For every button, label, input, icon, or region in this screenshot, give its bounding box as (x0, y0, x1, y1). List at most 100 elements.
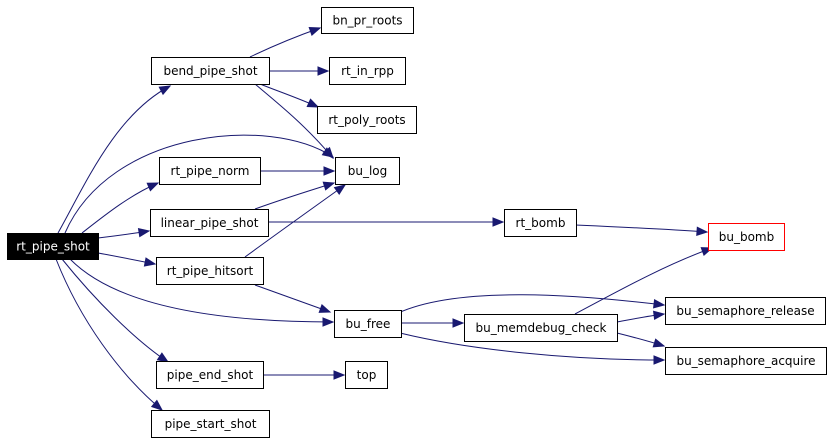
node-label: top (357, 368, 377, 382)
edge-bu_memdebug_check-to-bu_semaphore_acquire (616, 332, 666, 348)
node-bn-pr-roots[interactable]: bn_pr_roots (321, 7, 414, 34)
edge-arrowhead (322, 146, 334, 160)
node-pipe-start-shot[interactable]: pipe_start_shot (151, 410, 270, 438)
edge-line (61, 258, 169, 363)
edge-arrowhead (150, 399, 164, 411)
edge-line (81, 182, 159, 234)
node-label: bu_semaphore_acquire (676, 354, 815, 368)
edge-arrowhead (333, 184, 347, 195)
edge-bend_pipe_shot-to-bn_pr_roots (249, 26, 322, 58)
node-bend-pipe-shot[interactable]: bend_pipe_shot (151, 57, 270, 85)
edge-line (254, 182, 335, 210)
edge-bend_pipe_shot-to-rt_in_rpp (269, 66, 330, 76)
edge-arrowhead (306, 98, 320, 108)
edge-line (55, 258, 163, 411)
node-label: rt_pipe_norm (171, 164, 250, 178)
edge-arrowhead (143, 257, 157, 267)
edge-rt_pipe_shot-to-rt_pipe_hitsort (97, 252, 157, 267)
edge-arrowhead (696, 226, 709, 236)
edge-arrowhead (322, 181, 336, 191)
edge-arrowhead (318, 303, 332, 313)
edge-arrowhead (322, 317, 335, 327)
edge-arrowhead (652, 338, 666, 348)
node-linear-pipe-shot[interactable]: linear_pipe_shot (150, 209, 269, 237)
edge-rt_pipe_shot-to-bu_free (69, 258, 335, 327)
edge-rt_bomb-to-bu_bomb (575, 224, 709, 236)
node-box[interactable] (708, 223, 785, 251)
node-box[interactable] (665, 297, 826, 325)
edge-arrowhead (317, 66, 330, 76)
edge-arrowhead (323, 166, 336, 176)
edge-rt_pipe_hitsort-to-bu_log (244, 184, 347, 258)
node-box[interactable] (156, 257, 264, 285)
node-box[interactable] (504, 209, 577, 237)
edge-line (575, 224, 708, 233)
node-label: rt_poly_roots (328, 113, 405, 127)
node-bu-log[interactable]: bu_log (335, 157, 400, 185)
node-box[interactable] (150, 209, 269, 237)
edge-rt_pipe_shot-to-rt_pipe_norm (81, 182, 160, 234)
edge-line (399, 332, 665, 361)
node-label: bu_semaphore_release (676, 304, 814, 318)
node-box[interactable] (151, 57, 270, 85)
edge-rt_pipe_shot-to-pipe_end_shot (61, 258, 170, 363)
node-box[interactable] (156, 361, 264, 389)
node-box[interactable] (151, 410, 270, 438)
node-label: bu_bomb (719, 230, 775, 244)
node-box[interactable] (7, 233, 99, 260)
node-bu-free[interactable]: bu_free (334, 310, 402, 338)
node-box[interactable] (335, 157, 400, 185)
edge-line (244, 184, 346, 258)
node-bu-semaphore-acquire[interactable]: bu_semaphore_acquire (665, 347, 827, 375)
node-box[interactable] (321, 7, 414, 34)
node-label: bu_memdebug_check (476, 321, 607, 335)
nodes-layer: rt_pipe_shot bend_pipe_shot bn_pr_roots rt_… (7, 7, 827, 438)
node-box[interactable] (159, 157, 261, 185)
edge-pipe_end_shot-to-top (263, 370, 346, 380)
edge-arrowhead (333, 370, 346, 380)
node-label: rt_bomb (516, 216, 566, 230)
edge-line (64, 134, 334, 234)
edge-arrowhead (653, 299, 666, 309)
node-box[interactable] (345, 361, 388, 389)
node-label: bu_log (348, 164, 388, 178)
edge-arrowhead (652, 310, 666, 321)
node-box[interactable] (665, 347, 827, 375)
node-top[interactable]: top (345, 361, 388, 389)
node-box[interactable] (334, 310, 402, 338)
edge-bu_free-to-bu_semaphore_release (397, 294, 666, 314)
node-rt-in-rpp[interactable]: rt_in_rpp (329, 57, 406, 85)
edge-rt_pipe_shot-to-linear_pipe_shot (97, 227, 151, 239)
edge-line (254, 83, 334, 159)
node-label: bn_pr_roots (332, 14, 402, 28)
edge-arrowhead (137, 227, 151, 238)
node-rt-poly-roots[interactable]: rt_poly_roots (317, 106, 417, 134)
node-box[interactable] (329, 57, 406, 85)
node-rt-pipe-hitsort[interactable]: rt_pipe_hitsort (156, 257, 264, 285)
node-label: rt_pipe_hitsort (167, 264, 254, 278)
node-label: rt_in_rpp (341, 64, 394, 78)
edge-arrowhead (452, 318, 465, 328)
edge-line (254, 284, 331, 313)
node-box[interactable] (464, 314, 618, 342)
edge-line (57, 85, 171, 234)
node-label: pipe_end_shot (167, 368, 254, 382)
node-bu-semaphore-release[interactable]: bu_semaphore_release (665, 297, 826, 325)
node-label: pipe_start_shot (165, 417, 257, 431)
node-bu-bomb[interactable]: bu_bomb (708, 223, 785, 251)
node-pipe-end-shot[interactable]: pipe_end_shot (156, 361, 264, 389)
edge-rt_pipe_shot-to-bend_pipe_shot (57, 85, 172, 234)
node-rt-pipe-shot[interactable]: rt_pipe_shot (7, 233, 99, 260)
node-rt-bomb[interactable]: rt_bomb (504, 209, 577, 237)
node-label: bu_free (346, 317, 391, 331)
edge-rt_pipe_norm-to-bu_log (259, 166, 336, 176)
edge-bu_memdebug_check-to-bu_semaphore_release (616, 310, 666, 323)
edge-line (249, 27, 321, 58)
edge-arrowhead (653, 355, 666, 365)
edge-linear_pipe_shot-to-bu_log (254, 181, 336, 210)
node-rt-pipe-norm[interactable]: rt_pipe_norm (159, 157, 261, 185)
node-box[interactable] (317, 106, 417, 134)
edge-arrowhead (492, 217, 505, 227)
node-bu-memdebug-check[interactable]: bu_memdebug_check (464, 314, 618, 342)
edge-arrowhead (308, 26, 322, 36)
